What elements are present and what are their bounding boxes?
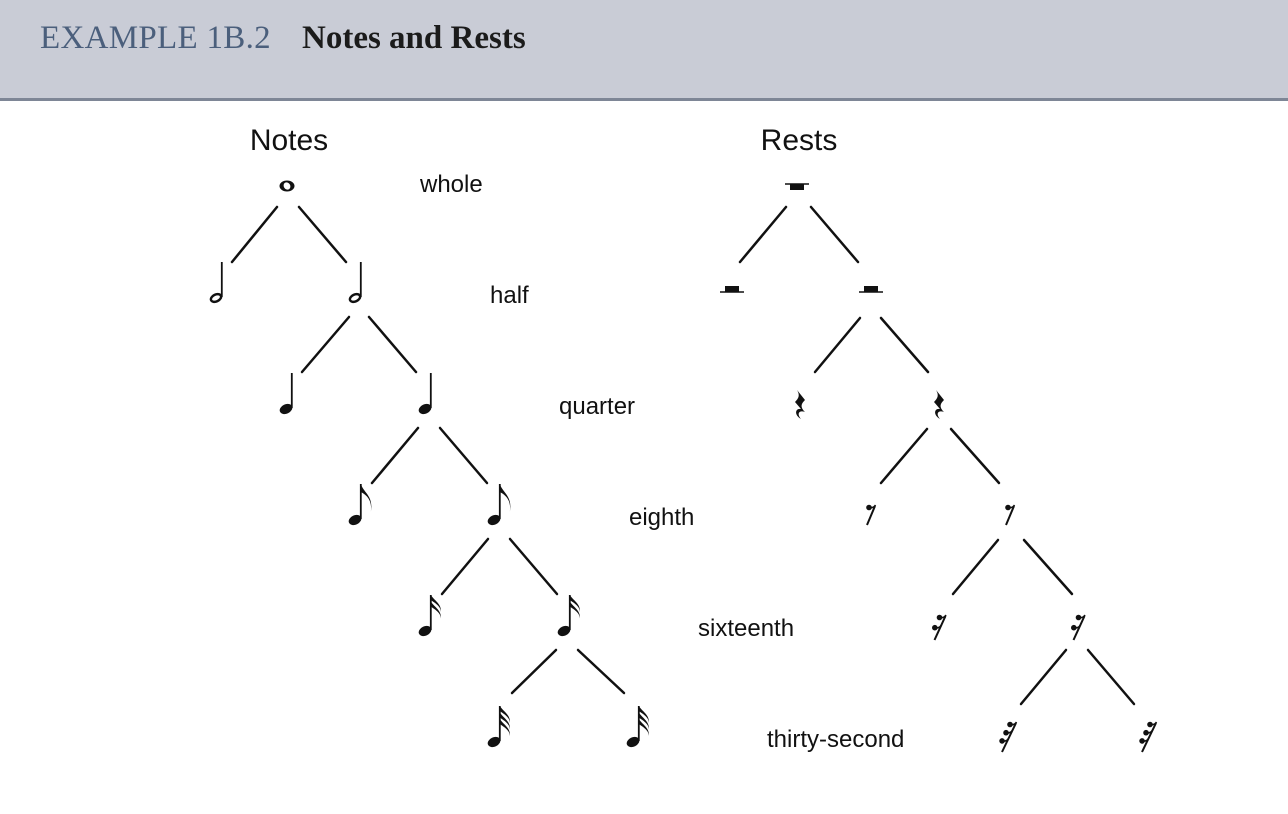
note-sixteenth-1 — [418, 595, 441, 637]
note-tree-branch — [440, 537, 490, 596]
note-tree-branch — [370, 426, 420, 485]
notes-column-title: Notes — [250, 124, 328, 157]
rest-eighth-2 — [1005, 504, 1016, 526]
row-label-whole: whole — [419, 171, 483, 198]
note-tree-branch — [510, 648, 558, 695]
note-sixteenth-2 — [557, 595, 580, 637]
rest-whole-1 — [785, 183, 809, 190]
row-label-eighth: eighth — [629, 504, 694, 531]
note-half-2 — [348, 262, 362, 304]
note-eighth-1 — [348, 484, 372, 526]
note-whole-1 — [279, 180, 295, 192]
rest-eighth-1 — [866, 504, 877, 526]
note-quarter-2 — [418, 373, 432, 415]
rests-column-title: Rests — [761, 124, 838, 157]
rest-half-2 — [859, 286, 883, 293]
row-label-half: half — [490, 282, 529, 309]
row-label-quarter: quarter — [559, 393, 635, 420]
note-eighth-2 — [487, 484, 511, 526]
rest-tree-branch — [879, 427, 929, 485]
note-tree-branch — [367, 315, 418, 374]
rest-symbols — [720, 183, 1158, 753]
note-tree-branch — [230, 205, 279, 264]
rest-tree-branch — [813, 316, 862, 374]
note-tree-branch — [297, 205, 348, 264]
note-thirty-second-1 — [487, 706, 510, 748]
note-thirty-second-2 — [626, 706, 649, 748]
rest-half-1 — [720, 286, 744, 293]
note-tree-branch — [508, 537, 559, 596]
rest-tree-branch — [1019, 648, 1068, 706]
rest-tree-branch — [809, 205, 860, 264]
note-tree-branch — [438, 426, 489, 485]
row-label-thirty-second: thirty-second — [767, 726, 904, 753]
rest-sixteenth-1 — [932, 614, 947, 641]
rest-thirty-second-2 — [1139, 721, 1158, 753]
rest-tree-branch — [1086, 648, 1136, 706]
rest-tree-branch — [949, 427, 1001, 485]
rest-quarter-1 — [795, 390, 805, 419]
rest-tree-branch — [879, 316, 930, 374]
rest-quarter-2 — [934, 390, 944, 419]
note-tree-branch — [300, 315, 351, 374]
rest-sixteenth-2 — [1071, 614, 1086, 641]
example-header: EXAMPLE 1B.2 Notes and Rests — [0, 0, 1288, 101]
note-quarter-1 — [279, 373, 293, 415]
note-symbols — [209, 180, 649, 748]
rest-thirty-second-1 — [999, 721, 1018, 753]
note-tree-branch — [576, 648, 626, 695]
row-label-sixteenth: sixteenth — [698, 615, 794, 642]
rest-tree-branch — [951, 538, 1000, 596]
note-half-1 — [209, 262, 223, 304]
example-label: EXAMPLE 1B.2 — [40, 20, 271, 56]
rest-tree-branch — [738, 205, 788, 264]
rest-tree-branch — [1022, 538, 1074, 596]
example-title: Notes and Rests — [302, 20, 526, 56]
tree-branches — [230, 205, 1136, 706]
